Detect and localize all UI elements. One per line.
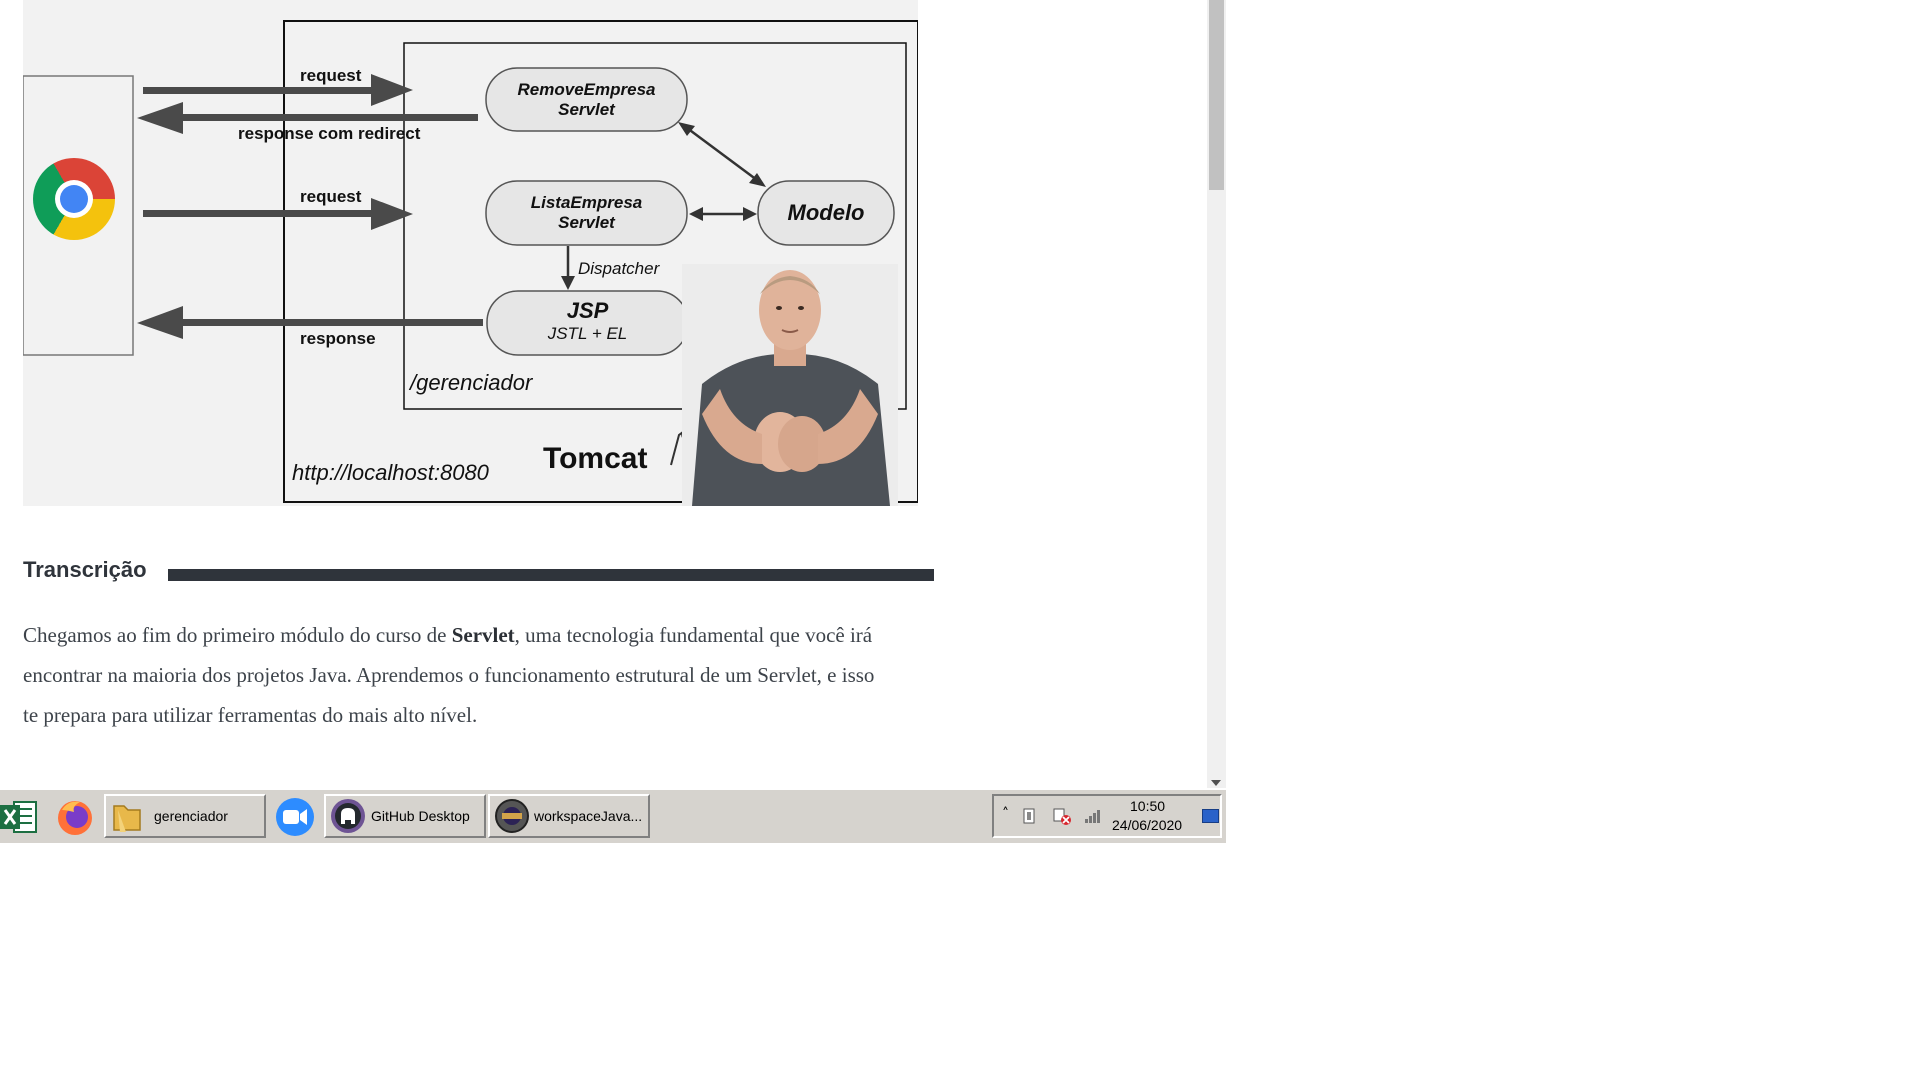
system-tray: ˄ 10:50 24/06/2020	[992, 794, 1222, 838]
show-desktop-icon[interactable]	[1202, 809, 1219, 823]
transcript-text-before: Chegamos ao fim do primeiro módulo do cu…	[23, 623, 452, 647]
github-icon	[330, 798, 366, 834]
chrome-icon	[33, 158, 115, 240]
label-server-url: http://localhost:8080	[292, 460, 489, 485]
node-jsp-line1: JSP	[566, 298, 609, 323]
network-error-icon[interactable]	[1052, 806, 1072, 826]
label-context-path: /gerenciador	[410, 370, 533, 395]
label-response: response	[300, 329, 376, 348]
node-remove-line1: RemoveEmpresa	[517, 80, 656, 99]
node-lista-empresa-servlet: ListaEmpresa Servlet	[486, 193, 687, 233]
tray-clock-time[interactable]: 10:50	[1130, 798, 1166, 814]
transcript-divider	[168, 569, 934, 581]
label-dispatcher: Dispatcher	[578, 259, 660, 278]
device-icon[interactable]	[1022, 807, 1038, 825]
firefox-icon[interactable]	[54, 796, 96, 838]
screen: request response com redirect request re…	[0, 0, 1226, 843]
tray-expand-arrow-icon[interactable]: ˄	[1002, 806, 1009, 822]
taskbar-label-workspace-java: workspaceJava...	[534, 808, 643, 824]
node-lista-line1: ListaEmpresa	[530, 193, 643, 212]
node-modelo: Modelo	[787, 200, 865, 225]
transcript-paragraph: Chegamos ao fim do primeiro módulo do cu…	[23, 615, 883, 735]
vertical-scrollbar[interactable]	[1207, 0, 1226, 788]
node-remove-empresa-servlet: RemoveEmpresa Servlet	[486, 80, 687, 120]
tray-clock-date[interactable]: 24/06/2020	[1112, 817, 1183, 833]
label-response-redirect: response com redirect	[238, 124, 421, 143]
node-remove-line2: Servlet	[558, 100, 615, 119]
signal-icon[interactable]	[1084, 808, 1102, 824]
label-request-mid: request	[300, 187, 362, 206]
scroll-down-arrow-icon[interactable]	[1211, 780, 1221, 786]
taskbar-label-github-desktop: GitHub Desktop	[371, 808, 470, 824]
folder-icon	[110, 798, 146, 834]
taskbar-label-gerenciador: gerenciador	[154, 808, 228, 824]
zoom-icon[interactable]	[274, 796, 316, 838]
taskbar: gerenciador GitHub Desktop	[0, 788, 1226, 843]
taskbar-button-gerenciador[interactable]: gerenciador	[104, 794, 266, 838]
taskbar-button-github-desktop[interactable]: GitHub Desktop	[324, 794, 486, 838]
taskbar-button-workspace-java[interactable]: workspaceJava...	[488, 794, 650, 838]
page-content: request response com redirect request re…	[0, 0, 1207, 788]
transcript-text-bold: Servlet	[451, 623, 515, 647]
node-jsp: JSP JSTL + EL	[487, 298, 688, 344]
label-request-top: request	[300, 66, 362, 85]
presenter-video	[682, 264, 898, 506]
excel-icon[interactable]	[0, 796, 42, 838]
architecture-diagram: request response com redirect request re…	[23, 0, 918, 506]
label-tomcat: Tomcat	[543, 442, 648, 475]
scrollbar-thumb[interactable]	[1209, 0, 1224, 190]
eclipse-icon	[494, 798, 530, 834]
transcript-heading: Transcrição	[23, 557, 147, 582]
transcript-text-after: , uma tecnologia fundamental que você ir…	[23, 623, 875, 727]
node-jsp-line2: JSTL + EL	[547, 324, 628, 343]
node-lista-line2: Servlet	[558, 213, 615, 232]
